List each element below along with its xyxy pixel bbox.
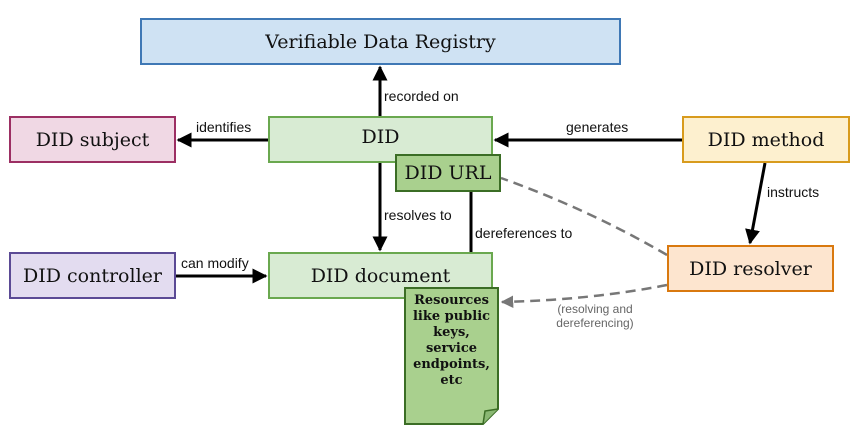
- generates-label: generates: [566, 119, 629, 135]
- edge-instructs: [745, 162, 767, 245]
- registry-label: Verifiable Data Registry: [265, 30, 496, 53]
- edge-resolver-to-did-url: [500, 176, 668, 257]
- document-label: DID document: [310, 264, 451, 287]
- method-label: DID method: [707, 128, 825, 151]
- dereferences-to-label: dereferences to: [475, 225, 573, 241]
- did-controller-box: DID controller: [9, 252, 176, 299]
- did-url-label: DID URL: [404, 162, 492, 184]
- resolving-dereferencing-label: (resolving and dereferencing): [556, 302, 634, 330]
- resolver-label: DID resolver: [689, 257, 812, 280]
- verifiable-data-registry-box: Verifiable Data Registry: [140, 18, 621, 65]
- did-method-box: DID method: [682, 116, 850, 163]
- edge-resolver-to-resources: [500, 283, 668, 308]
- controller-label: DID controller: [23, 264, 162, 287]
- identifies-label: identifies: [196, 119, 252, 135]
- resolves-to-label: resolves to: [384, 207, 452, 223]
- resources-label: Resources like public keys, service endp…: [412, 293, 491, 388]
- did-label: DID: [361, 125, 400, 148]
- note-shape: [404, 287, 499, 425]
- subject-label: DID subject: [35, 128, 150, 151]
- did-resolver-box: DID resolver: [667, 245, 834, 292]
- resources-note: Resources like public keys, service endp…: [404, 287, 499, 425]
- instructs-label: instructs: [767, 184, 820, 200]
- did-subject-box: DID subject: [9, 116, 176, 163]
- recorded-on-label: recorded on: [384, 88, 459, 104]
- did-url-box: DID URL: [395, 154, 501, 192]
- can-modify-label: can modify: [181, 255, 249, 271]
